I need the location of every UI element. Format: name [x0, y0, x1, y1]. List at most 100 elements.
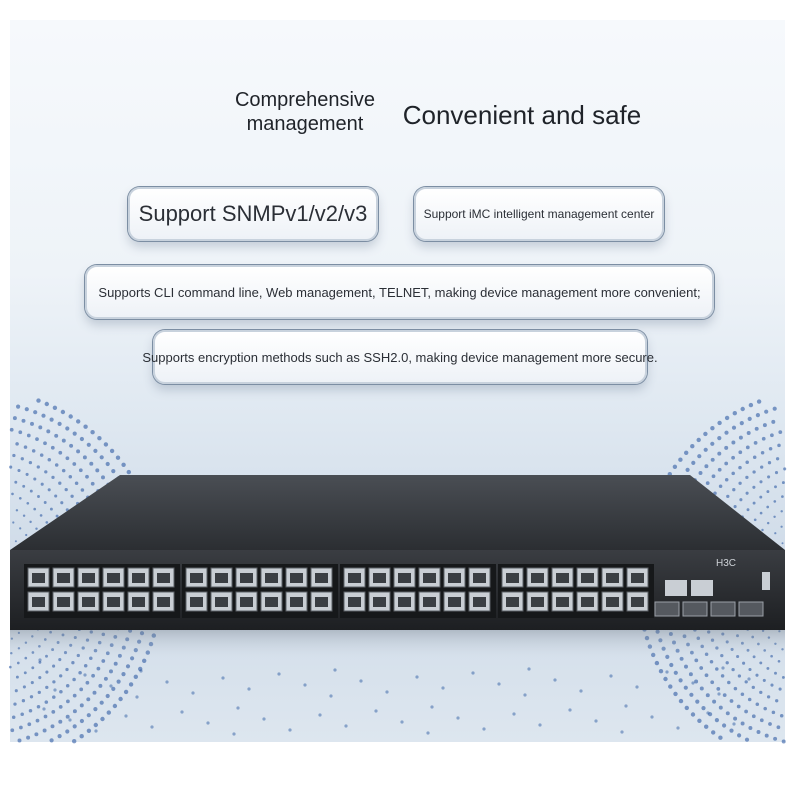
- rj45-port-socket: [132, 573, 145, 583]
- decor-dot: [99, 455, 104, 460]
- decor-dot: [11, 715, 16, 719]
- decor-dot: [778, 430, 783, 434]
- decor-dot: [105, 461, 110, 467]
- decor-dot: [742, 661, 746, 665]
- decor-dot: [30, 421, 34, 426]
- decor-dot: [732, 411, 737, 416]
- decor-dot: [756, 399, 762, 404]
- decor-dot: [717, 467, 722, 472]
- decor-dot: [89, 461, 94, 466]
- decor-dot: [672, 464, 678, 469]
- decor-dot: [72, 709, 77, 714]
- decor-dot: [26, 501, 30, 505]
- decor-dot: [523, 693, 527, 697]
- heading-convenient-and-safe: Convenient and safe: [402, 100, 642, 130]
- decor-dot: [112, 703, 118, 709]
- decor-dot: [14, 540, 17, 543]
- decor-dot: [729, 728, 734, 733]
- decor-dot: [706, 711, 710, 715]
- decor-dot: [28, 460, 33, 465]
- rj45-port-socket: [240, 573, 253, 583]
- decor-dot: [46, 429, 51, 434]
- decor-dot: [72, 724, 77, 729]
- decor-dot: [609, 674, 613, 678]
- decor-dot: [779, 713, 784, 718]
- decor-dot: [42, 707, 46, 711]
- rj45-port-socket: [157, 573, 170, 583]
- decor-dot: [658, 669, 664, 674]
- decor-dot: [747, 677, 751, 681]
- decor-dot: [43, 501, 47, 504]
- decor-dot: [247, 687, 251, 691]
- decor-dot: [781, 495, 784, 498]
- decor-dot: [717, 692, 721, 696]
- decor-dot: [690, 712, 696, 717]
- rj45-port-socket: [132, 597, 145, 607]
- decor-dot: [725, 661, 729, 665]
- decor-dot: [52, 680, 56, 684]
- decor-dot: [759, 661, 763, 665]
- decor-dot: [691, 460, 696, 465]
- rj45-port-socket: [531, 573, 544, 583]
- banner-panel: Comprehensive management Convenient and …: [8, 20, 787, 744]
- decor-dot: [689, 692, 694, 697]
- decor-dot: [57, 421, 62, 426]
- rj45-port-socket: [606, 573, 619, 583]
- rj45-port-socket: [190, 573, 203, 583]
- sfp-port: [738, 601, 764, 617]
- rj45-port-socket: [556, 573, 569, 583]
- rj45-port-socket: [506, 597, 519, 607]
- decor-dot: [688, 672, 693, 677]
- decor-dot: [738, 450, 743, 455]
- decor-dot: [86, 728, 92, 733]
- decor-dot: [710, 680, 715, 685]
- decor-dot: [61, 438, 66, 443]
- decor-dot: [676, 726, 680, 730]
- decor-dot: [109, 669, 113, 674]
- decor-dot: [109, 448, 115, 454]
- decor-dot: [118, 696, 123, 702]
- decor-dot: [716, 687, 721, 691]
- decor-dot: [29, 520, 32, 524]
- rj45-port-socket: [631, 573, 644, 583]
- decor-dot: [691, 681, 695, 685]
- decor-dot: [774, 471, 779, 475]
- decor-dot: [733, 686, 738, 691]
- decor-dot: [699, 666, 704, 670]
- decor-dot: [61, 468, 66, 473]
- decor-dot: [15, 509, 19, 512]
- decor-dot: [42, 728, 47, 733]
- console-port: [691, 580, 713, 596]
- sfp-port: [682, 601, 708, 617]
- decor-dot: [103, 442, 109, 447]
- decor-dot: [724, 445, 729, 450]
- decor-dot: [751, 685, 755, 690]
- decor-dot: [777, 659, 781, 663]
- decor-dot: [55, 514, 59, 518]
- decor-dot: [68, 474, 73, 479]
- decor-dot: [52, 695, 56, 699]
- decor-dot: [704, 673, 709, 678]
- decor-dot: [11, 492, 14, 496]
- switch-reflection: [10, 630, 785, 660]
- decor-dot: [96, 666, 101, 671]
- decor-dot: [68, 718, 72, 722]
- decor-dot: [78, 671, 82, 675]
- decor-dot: [15, 675, 19, 679]
- decor-dot: [100, 716, 105, 722]
- decor-dot: [16, 661, 20, 665]
- decor-dot: [456, 716, 460, 720]
- decor-dot: [90, 430, 95, 435]
- decor-dot: [45, 521, 49, 524]
- decor-dot: [527, 667, 531, 671]
- decor-dot: [752, 470, 756, 474]
- decor-dot: [776, 725, 781, 730]
- feature-snmp: Support SNMPv1/v2/v3: [128, 187, 378, 241]
- rj45-port-socket: [107, 597, 120, 607]
- decor-dot: [774, 532, 777, 535]
- decor-dot: [85, 474, 89, 479]
- decor-dot: [497, 682, 501, 686]
- decor-dot: [15, 442, 19, 446]
- decor-dot: [99, 700, 104, 705]
- decor-dot: [781, 542, 784, 545]
